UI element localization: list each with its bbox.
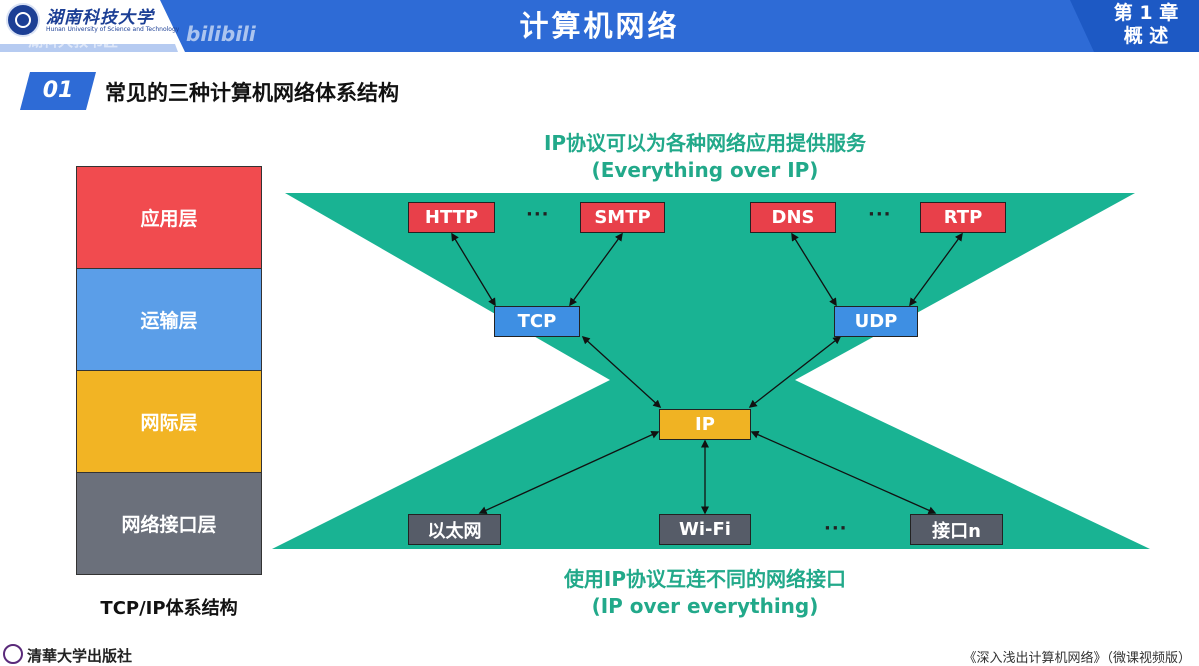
watermark-site-logo: bilibili [186, 22, 256, 46]
node-http: HTTP [408, 202, 495, 233]
watermark-text: 湖科大教书匠 [28, 32, 119, 50]
node-interface-n: 接口n [910, 514, 1003, 545]
layer-network-interface: 网络接口层 [76, 472, 262, 575]
book-title: 《深入浅出计算机网络》（微课视频版） [963, 651, 1191, 666]
section-number: 01 [42, 78, 74, 103]
node-rtp: RTP [920, 202, 1006, 233]
node-dns: DNS [750, 202, 836, 233]
section-number-badge [20, 72, 96, 110]
ellipsis-app-right: ··· [868, 204, 892, 225]
chapter-label: 第 1 章 概 述 [1096, 2, 1196, 48]
arrow-ip-interfacen [750, 430, 937, 515]
top-caption-line1: IP协议可以为各种网络应用提供服务 [543, 131, 867, 155]
chapter-name: 概 述 [1123, 25, 1169, 47]
university-name: 湖南科技大学 [46, 8, 154, 28]
arrow-rtp-udp [909, 232, 963, 307]
arrow-udp-ip [748, 336, 842, 408]
publisher-seal-icon [3, 644, 23, 664]
ellipsis-app-left: ··· [526, 204, 550, 225]
bottom-caption-line1: 使用IP协议互连不同的网络接口 [563, 567, 847, 591]
header-background [0, 0, 1199, 52]
arrow-dns-udp [791, 232, 837, 307]
node-udp: UDP [834, 306, 918, 337]
bottom-caption: 使用IP协议互连不同的网络接口 (IP over everything) [460, 566, 950, 620]
hourglass-shape [272, 193, 1150, 549]
node-smtp: SMTP [580, 202, 665, 233]
publisher-name: 清華大学出版社 [27, 647, 133, 665]
stack-caption: TCP/IP体系结构 [100, 598, 238, 619]
tcpip-layer-stack: 应用层 运输层 网际层 网络接口层 [76, 166, 262, 575]
node-ip: IP [659, 409, 751, 440]
chapter-number: 第 1 章 [1113, 2, 1179, 24]
layer-transport: 运输层 [76, 268, 262, 371]
university-emblem-icon [6, 3, 40, 37]
arrow-http-tcp [451, 232, 496, 307]
top-caption-line2: (Everything over IP) [591, 158, 819, 182]
arrow-ip-ethernet [478, 431, 660, 514]
layer-application: 应用层 [76, 166, 262, 269]
section-title: 常见的三种计算机网络体系结构 [105, 81, 399, 105]
university-english-name: Hunan University of Science and Technolo… [46, 26, 180, 33]
header-bar: 湖南科技大学 Hunan University of Science and T… [0, 0, 1199, 52]
node-wifi: Wi-Fi [659, 514, 751, 545]
node-ethernet: 以太网 [408, 514, 501, 545]
bottom-caption-line2: (IP over everything) [591, 594, 819, 618]
arrow-tcp-ip [581, 335, 662, 409]
university-logo: 湖南科技大学 Hunan University of Science and T… [6, 2, 180, 50]
ellipsis-link: ··· [824, 518, 848, 539]
connection-arrows [451, 232, 963, 515]
page-title: 计算机网络 [519, 9, 680, 43]
top-caption: IP协议可以为各种网络应用提供服务 (Everything over IP) [460, 130, 950, 184]
arrow-smtp-tcp [569, 232, 623, 307]
node-tcp: TCP [494, 306, 580, 337]
layer-internet: 网际层 [76, 370, 262, 473]
